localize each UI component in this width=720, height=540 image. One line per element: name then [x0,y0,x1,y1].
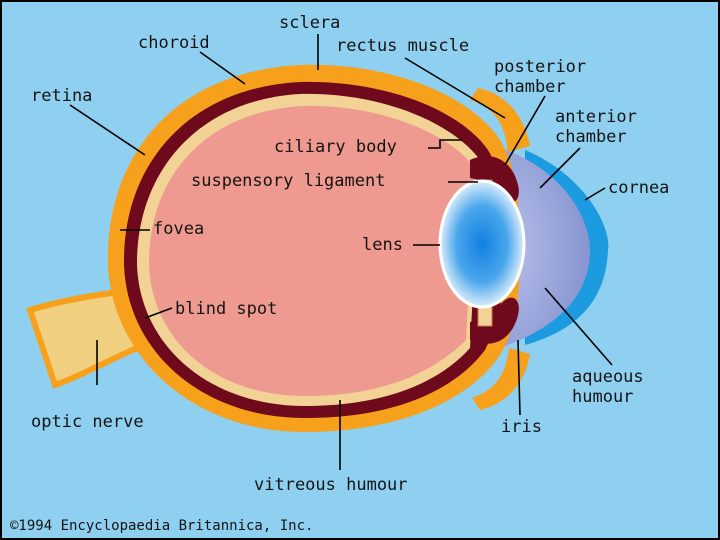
label-cornea: cornea [608,178,669,198]
label-suspensory-ligament: suspensory ligament [191,171,385,191]
vitreous-humour-region [148,105,475,396]
leader-retina [69,104,146,156]
label-aqueous-humour-line2: humour [572,387,633,407]
label-choroid: choroid [138,33,210,53]
rectus-muscle-lower [472,348,530,410]
leader-aqueous-humour [544,287,613,366]
leader-iris [517,339,521,416]
label-lens: lens [362,235,403,255]
label-fovea: fovea [153,219,204,239]
label-optic-nerve: optic nerve [31,412,144,432]
lens-shape [438,179,526,309]
label-blind-spot: blind spot [175,299,277,319]
copyright-notice: ©1994 Encyclopaedia Britannica, Inc. [10,518,313,534]
leader-choroid [199,51,246,85]
leader-posterior-chamber [504,95,546,166]
label-sclera: sclera [279,13,340,33]
leader-ciliary-body [428,139,462,149]
label-ciliary-body: ciliary body [274,137,397,157]
label-anterior-chamber-line1: anterior [555,107,637,127]
leader-blind-spot [144,307,173,319]
label-retina: retina [31,86,92,106]
label-iris: iris [501,417,542,437]
leader-anterior-chamber [539,147,581,189]
rectus-muscle-upper [470,88,530,152]
ciliary-body-lower [470,297,519,344]
label-anterior-chamber-line2: chamber [555,127,627,147]
label-posterior-chamber-line2: chamber [494,77,566,97]
label-rectus-muscle: rectus muscle [336,36,469,56]
leader-rectus-muscle [404,57,506,119]
label-vitreous-humour: vitreous humour [254,475,408,495]
label-aqueous-humour-line1: aqueous [572,367,644,387]
leader-cornea [584,187,606,201]
label-posterior-chamber-line1: posterior [494,57,586,77]
